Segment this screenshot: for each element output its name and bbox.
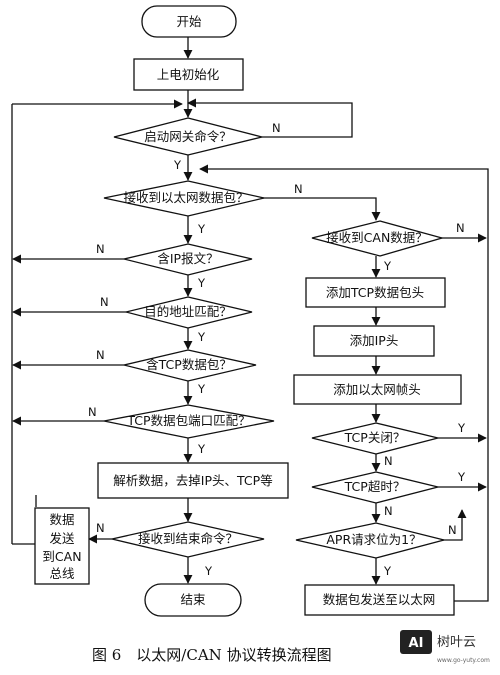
label-tcpclosed-yes: Y	[457, 421, 466, 435]
tcp-timeout-label: TCP超时？	[344, 479, 406, 494]
recv-end-cmd-decision: 接收到结束命令？	[111, 521, 265, 558]
label-recvcan-yes: Y	[383, 259, 392, 273]
recv-eth-packet-label: 接收到以太网数据包？	[123, 190, 248, 205]
send-to-ethernet-label: 数据包发送至以太网	[323, 592, 436, 607]
watermark-logo: AI 树叶云 www.go-yuty.com	[400, 630, 490, 664]
add-eth-frame-header-box: 添加以太网帧头	[293, 374, 462, 405]
edge-right-loop-top	[199, 164, 489, 566]
label-port-yes: Y	[197, 442, 206, 456]
send-to-can-line1: 数据	[49, 512, 74, 527]
label-recvcan-no: N	[456, 221, 465, 235]
dest-addr-match-decision: 目的地址匹配？	[125, 296, 253, 329]
start-gateway-cmd-decision: 启动网关命令？	[113, 117, 263, 156]
label-endcmd-yes: Y	[204, 564, 213, 578]
edge-startcmd-no-loop	[187, 98, 353, 138]
parse-data-box: 解析数据，去掉IP头、TCP等	[97, 462, 289, 499]
logo-url: www.go-yuty.com	[437, 657, 490, 664]
tcp-port-match-decision: TCP数据包端口匹配？	[103, 404, 275, 439]
label-timeout-no: N	[384, 504, 393, 518]
label-recveth-no: N	[294, 182, 303, 196]
add-ip-header-label: 添加IP头	[350, 333, 399, 348]
has-ip-msg-label: 含IP报文？	[157, 251, 218, 266]
label-dest-no: N	[100, 295, 109, 309]
start-label: 开始	[176, 14, 202, 29]
send-to-can-box: 数据 发送 到CAN 总线	[34, 507, 90, 585]
add-tcp-header-label: 添加TCP数据包头	[326, 285, 424, 300]
start-terminator: 开始	[141, 5, 237, 38]
recv-eth-packet-decision: 接收到以太网数据包？	[103, 180, 265, 217]
edge-recveth-no	[258, 197, 381, 221]
parse-data-label: 解析数据，去掉IP头、TCP等	[113, 473, 272, 488]
tcp-timeout-decision: TCP超时？	[311, 471, 439, 504]
label-endcmd-no: N	[96, 521, 105, 535]
edge-labels: N Y N Y N Y N Y N Y N Y N Y N Y Y N Y N …	[88, 121, 466, 578]
tcp-closed-label: TCP关闭？	[344, 430, 406, 445]
label-port-no: N	[88, 405, 97, 419]
send-to-can-line4: 总线	[49, 566, 75, 581]
add-ip-header-box: 添加IP头	[313, 325, 435, 357]
send-to-can-line2: 发送	[49, 531, 75, 546]
label-tcp-yes: Y	[197, 382, 206, 396]
recv-can-data-label: 接收到CAN数据？	[326, 230, 428, 245]
send-to-ethernet-box: 数据包发送至以太网	[304, 584, 455, 616]
logo-mark: AI	[409, 636, 424, 651]
send-to-can-line3: 到CAN	[42, 549, 81, 564]
label-startcmd-yes: Y	[173, 158, 182, 172]
logo-mark-box	[400, 630, 432, 654]
has-tcp-packet-decision: 含TCP数据包？	[123, 349, 257, 382]
label-ip-yes: Y	[197, 276, 206, 290]
label-tcpclosed-no: N	[384, 454, 393, 468]
label-timeout-yes: Y	[457, 470, 466, 484]
start-gateway-cmd-label: 启动网关命令？	[144, 129, 232, 144]
label-ip-no: N	[96, 242, 105, 256]
figure-caption: 图 6 以太网/CAN 协议转换流程图	[92, 646, 332, 664]
power-init-box: 上电初始化	[133, 58, 244, 91]
logo-name: 树叶云	[437, 635, 476, 650]
label-tcp-no: N	[96, 348, 105, 362]
dest-addr-match-label: 目的地址匹配？	[144, 304, 232, 319]
tcp-port-match-label: TCP数据包端口匹配？	[126, 413, 250, 428]
has-tcp-packet-label: 含TCP数据包？	[146, 357, 232, 372]
add-eth-frame-header-label: 添加以太网帧头	[333, 382, 421, 397]
edge-send-loop	[454, 566, 489, 602]
recv-end-cmd-label: 接收到结束命令？	[138, 531, 238, 546]
label-apr-no: N	[448, 523, 457, 537]
add-tcp-header-box: 添加TCP数据包头	[305, 277, 446, 308]
label-dest-yes: Y	[197, 330, 206, 344]
label-startcmd-no: N	[272, 121, 281, 135]
recv-can-data-decision: 接收到CAN数据？	[311, 220, 445, 257]
end-label: 结束	[180, 592, 206, 607]
apr-request-bit-label: APR请求位为1？	[326, 532, 421, 547]
tcp-closed-decision: TCP关闭？	[311, 422, 439, 455]
edges	[11, 37, 489, 602]
apr-request-bit-decision: APR请求位为1？	[295, 522, 445, 559]
power-init-label: 上电初始化	[157, 67, 220, 82]
edge-apr-no	[442, 509, 467, 541]
has-ip-msg-decision: 含IP报文？	[123, 243, 253, 276]
label-recveth-yes: Y	[197, 222, 206, 236]
end-terminator: 结束	[144, 583, 242, 617]
label-apr-yes: Y	[383, 564, 392, 578]
